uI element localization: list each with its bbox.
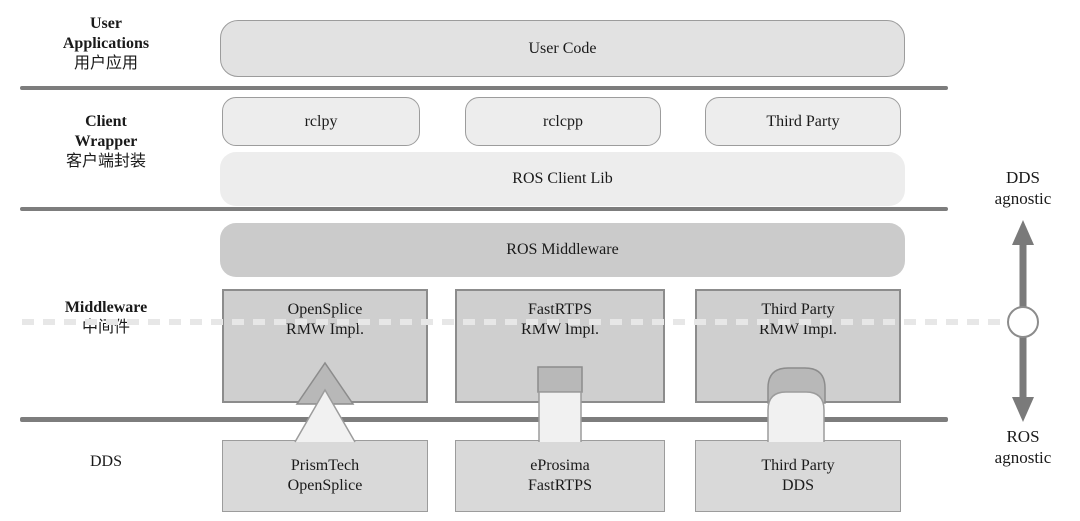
layer-label-client-wrapper: Client Wrapper 客户端封装 bbox=[0, 112, 212, 172]
ros-agnostic-label: ROS agnostic bbox=[960, 426, 1080, 468]
layer-label-line: Middleware bbox=[64, 299, 148, 316]
box-text-line: Third Party bbox=[761, 457, 835, 474]
layer-label-chinese: 客户端封装 bbox=[65, 153, 146, 170]
fastrtps-rmw-box: FastRTPS RMW Impl. bbox=[455, 289, 665, 403]
connector-circle-icon bbox=[1007, 306, 1039, 338]
prismtech-opensplice-box: PrismTech OpenSplice bbox=[222, 440, 428, 512]
double-arrow-icon bbox=[1007, 220, 1039, 422]
layer-label-dds: DDS bbox=[0, 452, 212, 472]
annotation-line: agnostic bbox=[994, 448, 1052, 467]
box-text-line: RMW Impl. bbox=[521, 321, 599, 338]
box-text-line: OpenSplice bbox=[287, 301, 363, 318]
third-party-rmw-box: Third Party RMW Impl. bbox=[695, 289, 901, 403]
layer-label-line: User bbox=[90, 15, 122, 32]
layer-label-chinese: 用户应用 bbox=[73, 55, 138, 72]
box-text-line: RMW Impl. bbox=[286, 321, 364, 338]
layer-label-line: Wrapper bbox=[74, 133, 138, 150]
dashed-boundary-line bbox=[22, 319, 1006, 325]
eprosima-fastrtps-box: eProsima FastRTPS bbox=[455, 440, 665, 512]
layer-separator-line bbox=[20, 207, 948, 211]
box-text-line: FastRTPS bbox=[528, 301, 592, 318]
layer-label-line: Applications bbox=[62, 35, 150, 52]
third-party-client-box: Third Party bbox=[705, 97, 901, 146]
box-text-line: RMW Impl. bbox=[759, 321, 837, 338]
ros-middleware-box: ROS Middleware bbox=[220, 223, 905, 277]
dds-agnostic-label: DDS agnostic bbox=[960, 167, 1080, 209]
rclcpp-box: rclcpp bbox=[465, 97, 661, 146]
box-text-line: eProsima bbox=[530, 457, 590, 474]
annotation-line: ROS bbox=[1006, 427, 1040, 446]
layer-separator-line bbox=[20, 86, 948, 90]
third-party-dds-box: Third Party DDS bbox=[695, 440, 901, 512]
box-text-line: DDS bbox=[781, 477, 814, 494]
layer-label-line: DDS bbox=[89, 453, 122, 470]
user-code-box: User Code bbox=[220, 20, 905, 77]
annotation-line: agnostic bbox=[994, 189, 1052, 208]
rclpy-box: rclpy bbox=[222, 97, 420, 146]
opensplice-rmw-box: OpenSplice RMW Impl. bbox=[222, 289, 428, 403]
layer-label-middleware: Middleware 中间件 bbox=[0, 298, 212, 338]
layer-label-user-applications: User Applications 用户应用 bbox=[0, 14, 212, 74]
box-text-line: FastRTPS bbox=[528, 477, 592, 494]
box-text-line: OpenSplice bbox=[287, 477, 363, 494]
annotation-line: DDS bbox=[1005, 168, 1040, 187]
box-text-line: PrismTech bbox=[290, 457, 360, 474]
layer-label-line: Client bbox=[85, 113, 127, 130]
ros-client-lib-box: ROS Client Lib bbox=[220, 152, 905, 206]
box-text-line: Third Party bbox=[761, 301, 835, 318]
layer-separator-line bbox=[20, 417, 948, 422]
